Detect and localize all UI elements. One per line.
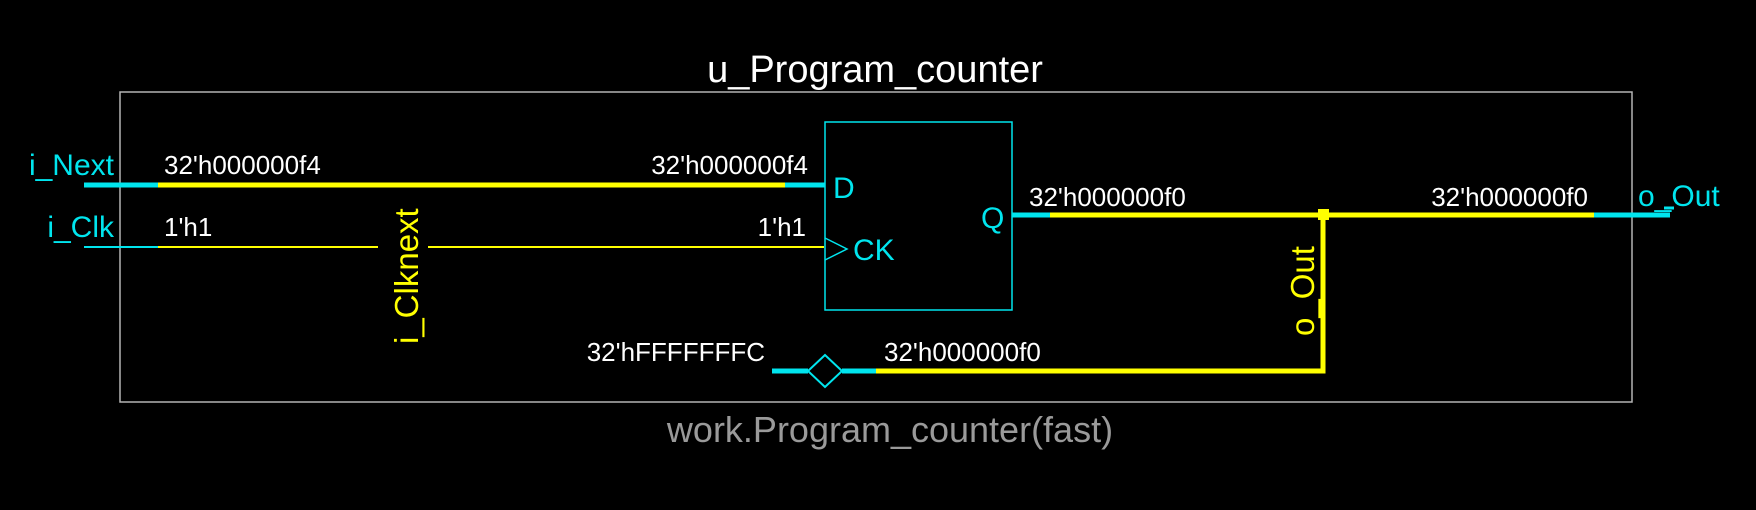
register-pin-ck: CK [853, 234, 895, 267]
port-label-o-out: o_Out [1638, 180, 1720, 213]
value-clk-right: 1'h1 [758, 212, 806, 242]
value-next-left: 32'h000000f4 [164, 150, 321, 180]
clock-input-marker [824, 237, 849, 261]
instance-name: u_Program_counter [707, 49, 1043, 91]
value-next-right: 32'h000000f4 [651, 150, 808, 180]
value-const-out: 32'h000000f0 [884, 337, 1041, 367]
value-const-in: 32'hFFFFFFFC [587, 337, 765, 367]
net-junction [1318, 209, 1329, 220]
net-name-out: o_Out [1284, 246, 1321, 336]
module-name: work.Program_counter(fast) [666, 409, 1113, 450]
register-pin-q: Q [981, 202, 1004, 235]
net-feedback[interactable] [875, 215, 1326, 374]
value-clk-left: 1'h1 [164, 212, 212, 242]
value-q-out-right: 32'h000000f0 [1431, 182, 1588, 212]
port-label-i-next: i_Next [29, 149, 115, 182]
port-label-i-clk: i_Clk [47, 211, 115, 244]
register-pin-d: D [833, 172, 855, 205]
value-q-out-left: 32'h000000f0 [1029, 182, 1186, 212]
net-name-clk-next: i_Clknext [388, 208, 425, 344]
adder-diamond-icon[interactable] [806, 353, 844, 389]
